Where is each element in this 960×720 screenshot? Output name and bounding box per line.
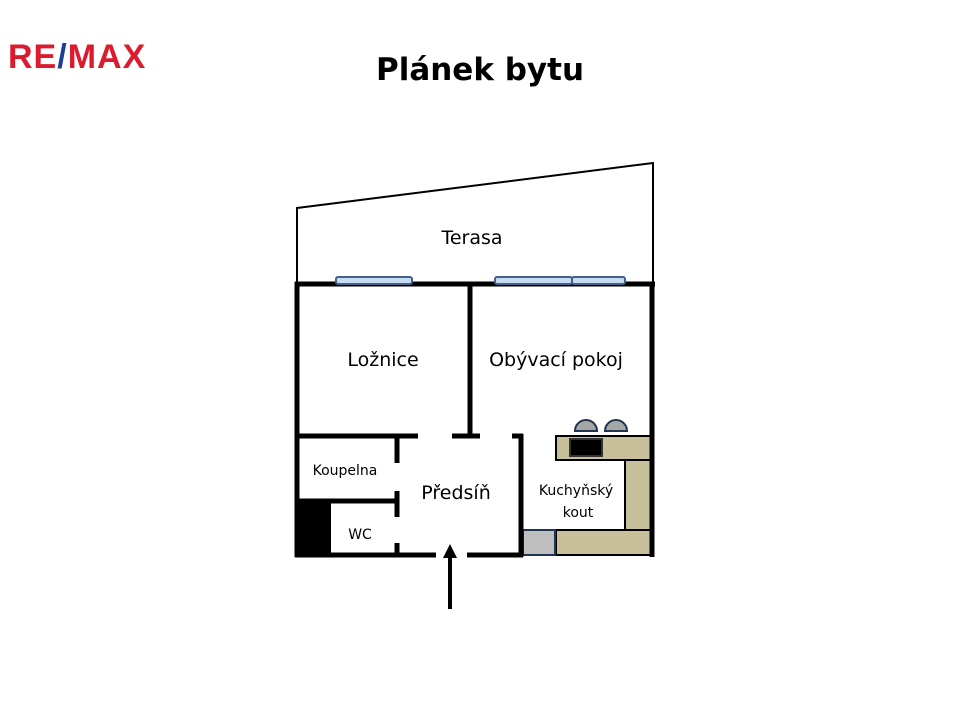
- kitchen-counter-bottom: [555, 529, 653, 556]
- window: [494, 276, 573, 285]
- logo-slash: /: [57, 38, 68, 76]
- remax-logo: RE/MAX: [8, 38, 146, 77]
- logo-text: MAX: [67, 38, 147, 76]
- entrance-arrow-head: [443, 544, 457, 558]
- window: [335, 276, 413, 285]
- shaft-block: [297, 501, 329, 557]
- stool-icon: [573, 419, 599, 432]
- stool-icon: [603, 419, 629, 432]
- room-label-terrace: Terasa: [440, 227, 502, 249]
- room-label-kitchen: Kuchyňský: [539, 483, 613, 499]
- fridge-icon: [522, 529, 556, 556]
- room-label-hallway: Předsíň: [421, 482, 491, 504]
- logo-text: RE: [8, 38, 58, 76]
- room-label-bedroom: Ložnice: [347, 349, 418, 371]
- room-label-wc: WC: [348, 527, 372, 543]
- room-label-living-room: Obývací pokoj: [489, 349, 623, 371]
- walls: [294, 281, 655, 558]
- window: [571, 276, 626, 285]
- page-title: Plánek bytu: [375, 52, 585, 88]
- terrace-outline: [296, 161, 654, 285]
- cooktop-icon: [569, 438, 603, 457]
- room-label-kitchen: kout: [563, 505, 594, 521]
- room-label-bathroom: Koupelna: [313, 463, 378, 479]
